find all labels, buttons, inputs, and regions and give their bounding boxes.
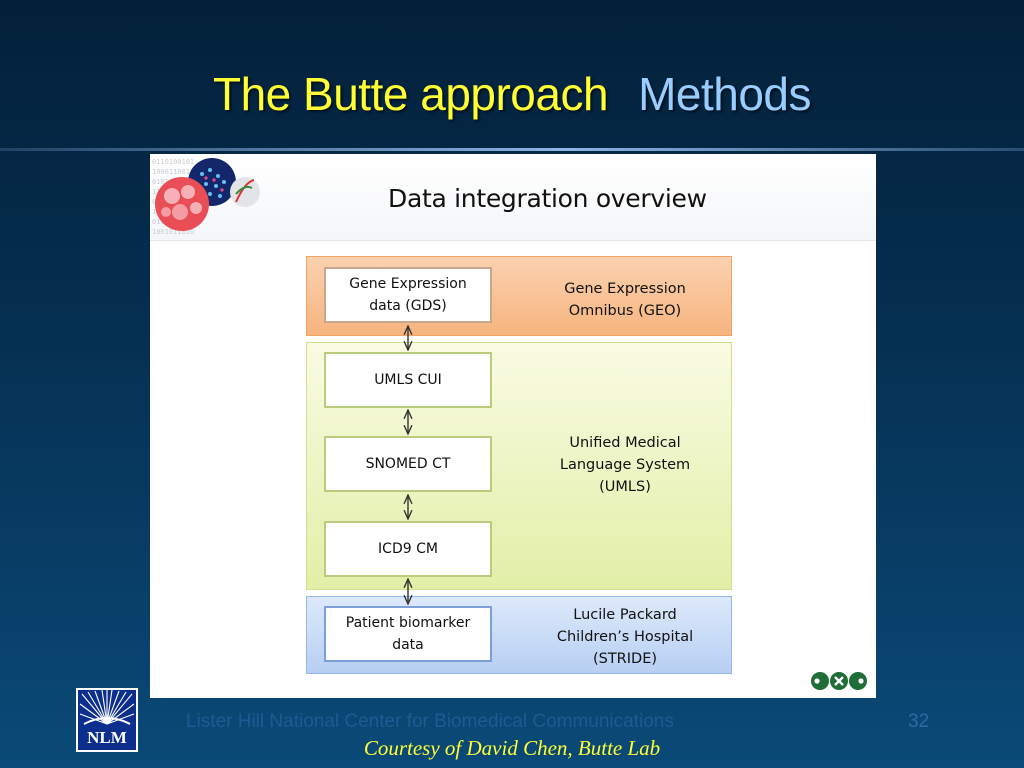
node-gene-expression-data: Gene Expression data (GDS) — [324, 267, 492, 323]
source-umls-line2: Language System — [559, 457, 691, 473]
node-umls-cui: UMLS CUI — [324, 352, 492, 408]
source-stride-label: Lucile Packard Children’s Hospital (STRI… — [535, 604, 715, 670]
slide-title: The Butte approach Methods — [0, 62, 1024, 126]
svg-text:1000110011: 1000110011 — [152, 168, 194, 176]
source-umls-line3: (UMLS) — [599, 479, 651, 495]
node-snomed-ct-label: SNOMED CT — [365, 456, 451, 472]
node-snomed-ct: SNOMED CT — [324, 436, 492, 492]
source-umls-label: Unified Medical Language System (UMLS) — [535, 432, 715, 498]
title-divider — [0, 148, 1024, 151]
svg-text:0110100101: 0110100101 — [152, 158, 194, 166]
node-icd9-cm: ICD9 CM — [324, 521, 492, 577]
source-geo-line2: Omnibus (GEO) — [568, 303, 682, 319]
nlm-logo-icon: NLM — [78, 689, 136, 750]
source-stride-line2: Children’s Hospital — [556, 629, 694, 645]
slide-title-main: The Butte approach — [213, 68, 609, 120]
footer-organization: Lister Hill National Center for Biomedic… — [186, 711, 674, 732]
nlm-logo-text: NLM — [87, 728, 127, 747]
node-gds-line1: Gene Expression — [349, 276, 467, 292]
partner-logo-icon — [811, 672, 867, 690]
source-stride-line3: (STRIDE) — [592, 651, 658, 667]
source-geo-label: Gene Expression Omnibus (GEO) — [535, 278, 715, 322]
node-gds-line2: data (GDS) — [369, 298, 447, 314]
diagram-title: Data integration overview — [388, 184, 707, 213]
node-biomarker-line1: Patient biomarker — [345, 615, 471, 631]
courtesy-credit: Courtesy of David Chen, Butte Lab — [363, 736, 661, 760]
lab-logo-icon: 0110100101 1000110011 0101100010 1100101… — [152, 158, 260, 236]
svg-text:1001011010: 1001011010 — [152, 228, 194, 236]
node-umls-cui-label: UMLS CUI — [374, 372, 442, 388]
diagram-panel: 0110100101 1000110011 0101100010 1100101… — [150, 154, 876, 698]
node-patient-biomarker-data: Patient biomarker data — [324, 606, 492, 662]
node-icd9-cm-label: ICD9 CM — [378, 541, 438, 557]
page-number: 32 — [908, 711, 930, 732]
nlm-logo: NLM — [76, 688, 138, 752]
slide-title-sub: Methods — [638, 68, 811, 120]
node-biomarker-line2: data — [392, 637, 424, 653]
edge-layer — [150, 154, 876, 698]
source-stride-line1: Lucile Packard — [573, 607, 677, 623]
diagram-header: 0110100101 1000110011 0101100010 1100101… — [150, 154, 876, 241]
source-geo-line1: Gene Expression — [564, 281, 686, 297]
source-umls-line1: Unified Medical — [569, 435, 681, 451]
